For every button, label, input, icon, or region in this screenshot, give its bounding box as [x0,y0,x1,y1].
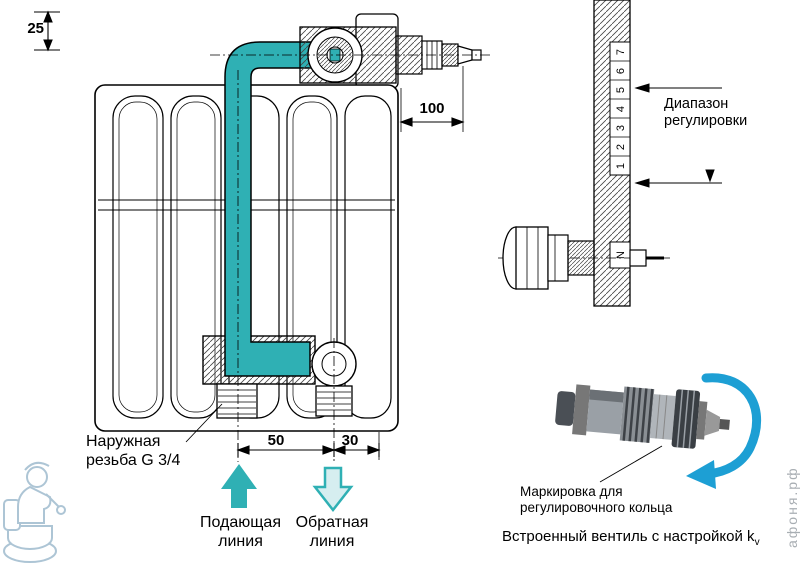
dim-100-lines [399,66,465,132]
dim-50-30-lines [185,403,381,460]
builtin-valve-text: Встроенный вентиль с настройкой k [502,528,755,545]
plumber-watermark [3,461,66,563]
scale-mark: 4 [615,106,627,112]
scale-n-mark: N [615,251,627,259]
scale-mark: 7 [615,49,627,55]
supply-pipe [224,41,323,377]
external-thread-line1: Наружная [86,433,161,450]
setting-scale: 7 6 5 4 3 2 1 N [593,0,722,307]
return-line-label: Обратная линия [276,514,388,552]
ring-marking-label: Маркировка для регулировочного кольца [520,484,700,516]
supply-line-label: Подающая линия [168,514,313,552]
scale-mark: 2 [615,144,627,150]
external-thread-label: Наружная резьба G 3/4 [86,433,180,471]
supply-flow-arrow [221,464,257,508]
builtin-valve-sub: v [754,537,760,548]
supply-line-text2: линия [218,532,263,550]
valve-insert [555,384,730,449]
builtin-valve-label: Встроенный вентиль с настройкой kv [502,528,760,549]
valve-section [498,226,672,290]
rotation-arrow [686,373,762,489]
range-text2: регулировки [664,113,748,130]
scale-mark: 6 [615,68,627,74]
adjustment-range-label: Диапазон регулировки [664,96,774,130]
supply-line-text1: Подающая [199,514,281,531]
return-line-text1: Обратная [295,514,369,531]
return-flow-arrow [312,466,354,513]
dim-return-spacing: 30 [341,432,359,449]
bottom-fittings [216,70,357,462]
range-text1: Диапазон [664,96,729,112]
marking-text1: Маркировка для [520,484,623,499]
scale-mark: 1 [615,163,627,169]
scale-mark: 3 [615,125,627,131]
return-line-text2: линия [309,532,355,550]
dim-25-lines [34,10,60,52]
dim-supply-spacing: 50 [267,432,285,449]
external-thread-line2: резьба G 3/4 [86,451,181,469]
scale-mark: 5 [615,87,627,93]
marking-leader-line [599,445,663,483]
valve-assembly [210,26,492,84]
dim-valve-depth: 100 [419,100,445,117]
marking-text2: регулировочного кольца [520,499,673,515]
dim-top-offset: 25 [27,20,44,37]
watermark-site-text: афоня.рф [784,466,800,548]
